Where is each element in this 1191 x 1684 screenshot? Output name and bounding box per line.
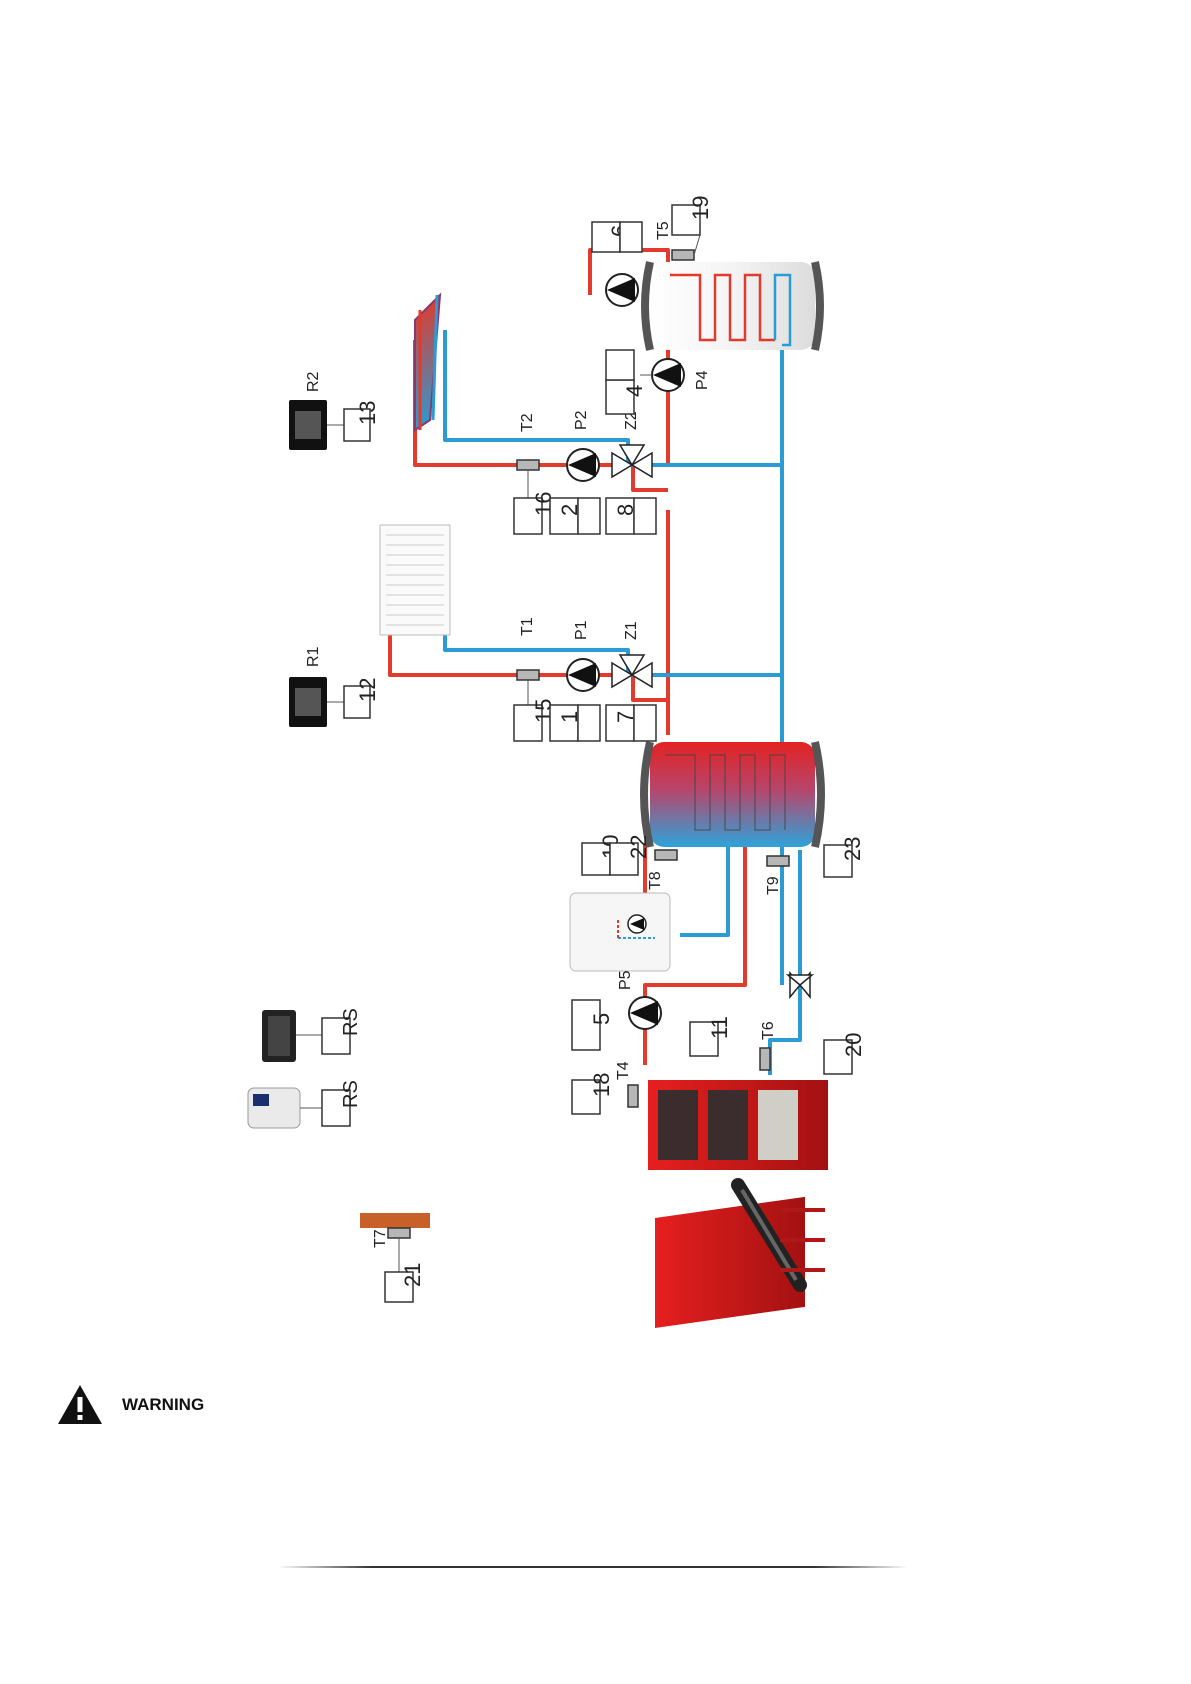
buffer-tank: T8 10 22 T9 23 xyxy=(582,742,865,895)
terminal-19: 19 xyxy=(688,196,713,220)
terminal-21: 21 xyxy=(400,1263,425,1287)
outdoor-sensor-t7: T7 21 xyxy=(360,1213,430,1302)
floor-heating-panel xyxy=(415,295,440,430)
sensor-t6-label: T6 xyxy=(760,1021,777,1040)
sensor-t9-label: T9 xyxy=(765,876,782,895)
dhw-pump-p4: P4 4 xyxy=(606,350,711,414)
terminal-18: 18 xyxy=(589,1073,614,1097)
terminal-23: 23 xyxy=(840,837,865,861)
internet-module: RS xyxy=(262,1008,362,1062)
regulator-r2: R2 13 xyxy=(289,371,380,450)
dhw-tank: T5 19 6 xyxy=(592,196,820,350)
warning-notice: WARNING xyxy=(56,1383,204,1426)
terminal-20: 20 xyxy=(841,1033,866,1057)
warning-triangle-icon xyxy=(56,1383,104,1426)
terminal-22: 22 xyxy=(626,835,651,859)
solid-fuel-boiler: T4 18 11 T6 20 xyxy=(572,1016,866,1170)
terminal-13: 13 xyxy=(355,401,380,425)
valve-z1-label: Z1 xyxy=(623,621,640,640)
sensor-t8-label: T8 xyxy=(647,871,664,890)
regulator-r1-label: R1 xyxy=(305,646,322,667)
warning-label: WARNING xyxy=(122,1395,204,1415)
footer-divider xyxy=(278,1566,908,1568)
sensor-t7-label: T7 xyxy=(372,1229,389,1248)
sensor-t1-label: T1 xyxy=(519,617,536,636)
pump-p1-label: P1 xyxy=(573,620,590,640)
boiler-pump-p5: P5 5 xyxy=(572,970,661,1050)
controller-module: RS xyxy=(248,1080,362,1128)
regulator-r1: R1 12 xyxy=(289,646,380,727)
fuel-feeder xyxy=(655,1185,825,1328)
pump-p5-label: P5 xyxy=(617,970,634,990)
terminal-5: 5 xyxy=(589,1013,614,1025)
internet-module-rs: RS xyxy=(340,1008,362,1036)
radiator xyxy=(380,525,450,635)
regulator-r2-label: R2 xyxy=(305,371,322,392)
controller-module-rs: RS xyxy=(340,1080,362,1108)
sensor-t2-label: T2 xyxy=(519,413,536,432)
terminal-11: 11 xyxy=(707,1016,732,1039)
terminal-4: 4 xyxy=(622,385,647,397)
pump-p2-label: P2 xyxy=(573,410,590,430)
sensor-t4-label: T4 xyxy=(615,1061,632,1080)
pump-p4-label: P4 xyxy=(694,370,711,390)
gas-boiler xyxy=(570,893,670,971)
sensor-t5-label: T5 xyxy=(655,221,672,240)
terminal-12: 12 xyxy=(355,678,380,702)
